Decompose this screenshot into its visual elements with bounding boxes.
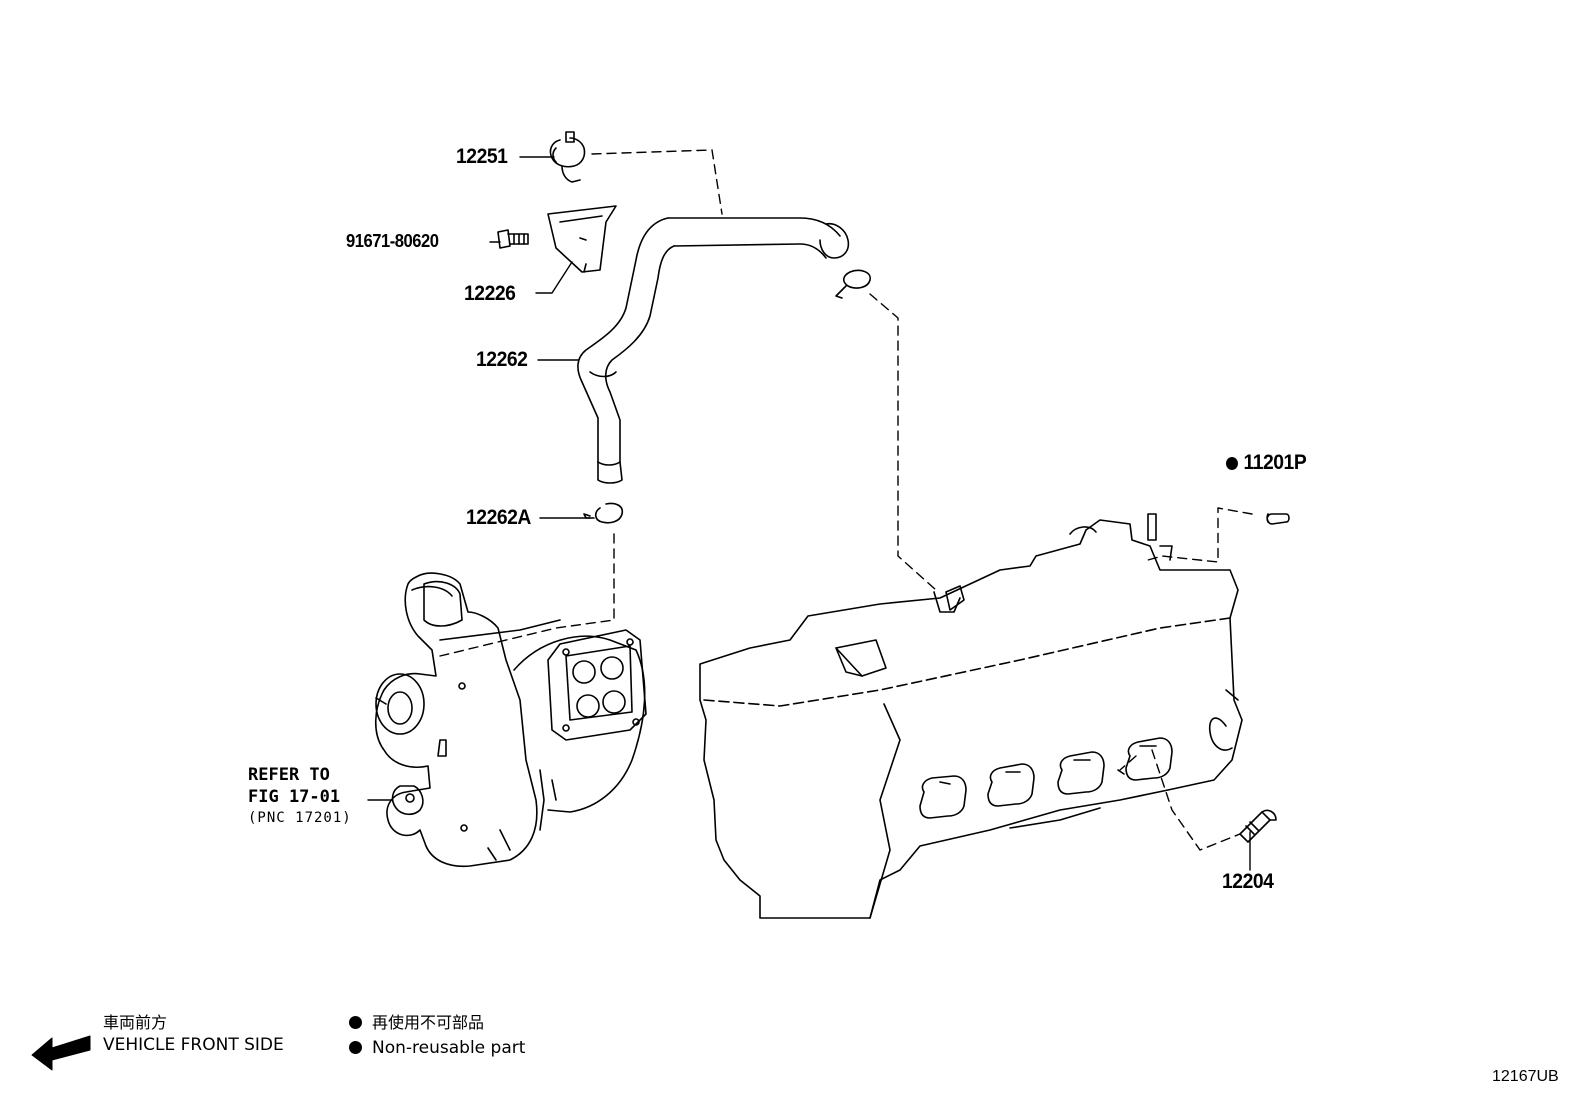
- hose-clamp-12251[interactable]: [549, 131, 586, 183]
- hose-12262[interactable]: [577, 217, 850, 484]
- non-reusable-dot-icon: [1226, 457, 1238, 470]
- legend-nonreuse-en: Non-reusable part: [372, 1038, 526, 1058]
- label-12262A[interactable]: 12262A: [466, 506, 531, 529]
- legend-front-en: VEHICLE FRONT SIDE: [103, 1035, 284, 1055]
- non-reusable-dot-icon: [349, 1016, 362, 1029]
- gasket-upper: [835, 269, 871, 299]
- legend-nonreuse-en-row: Non-reusable part: [349, 1037, 525, 1059]
- diagram-code: 12167UB: [1492, 1068, 1559, 1085]
- label-12262[interactable]: 12262: [476, 348, 528, 371]
- label-11201P-text: 11201P: [1243, 451, 1307, 474]
- front-direction-arrow-icon: [31, 1035, 91, 1071]
- pin-11201P[interactable]: [1266, 513, 1290, 525]
- leader-lines: [367, 156, 1251, 871]
- bracket-12226[interactable]: [547, 205, 617, 273]
- legend-nonreuse-jp-row: 再使用不可部品: [349, 1012, 525, 1034]
- label-12251[interactable]: 12251: [456, 145, 508, 168]
- label-11201P[interactable]: 11201P: [1226, 451, 1307, 475]
- refer-line-2[interactable]: FIG 17-01: [248, 787, 341, 807]
- engine-block: [699, 513, 1243, 919]
- refer-line-1: REFER TO: [248, 765, 330, 785]
- refer-line-3: (PNC 17201): [248, 810, 352, 826]
- connection-lines: [439, 149, 1253, 851]
- gasket-12262A[interactable]: [583, 502, 624, 524]
- label-12204[interactable]: 12204: [1222, 870, 1274, 893]
- legend-non-reusable: 再使用不可部品 Non-reusable part: [349, 1012, 525, 1059]
- legend-front-jp: 車両前方: [103, 1013, 168, 1032]
- turbocharger-assembly: [374, 572, 647, 868]
- stud-12204[interactable]: [1239, 809, 1277, 843]
- bolt-91671-80620[interactable]: [497, 229, 529, 249]
- legend-nonreuse-jp: 再使用不可部品: [372, 1013, 485, 1032]
- non-reusable-dot-icon: [349, 1041, 362, 1054]
- label-12226[interactable]: 12226: [464, 282, 516, 305]
- legend-front-side: 車両前方 VEHICLE FRONT SIDE: [103, 1012, 284, 1056]
- label-91671-80620[interactable]: 91671-80620: [346, 231, 439, 251]
- refer-note: REFER TO FIG 17-01 (PNC 17201): [248, 764, 352, 828]
